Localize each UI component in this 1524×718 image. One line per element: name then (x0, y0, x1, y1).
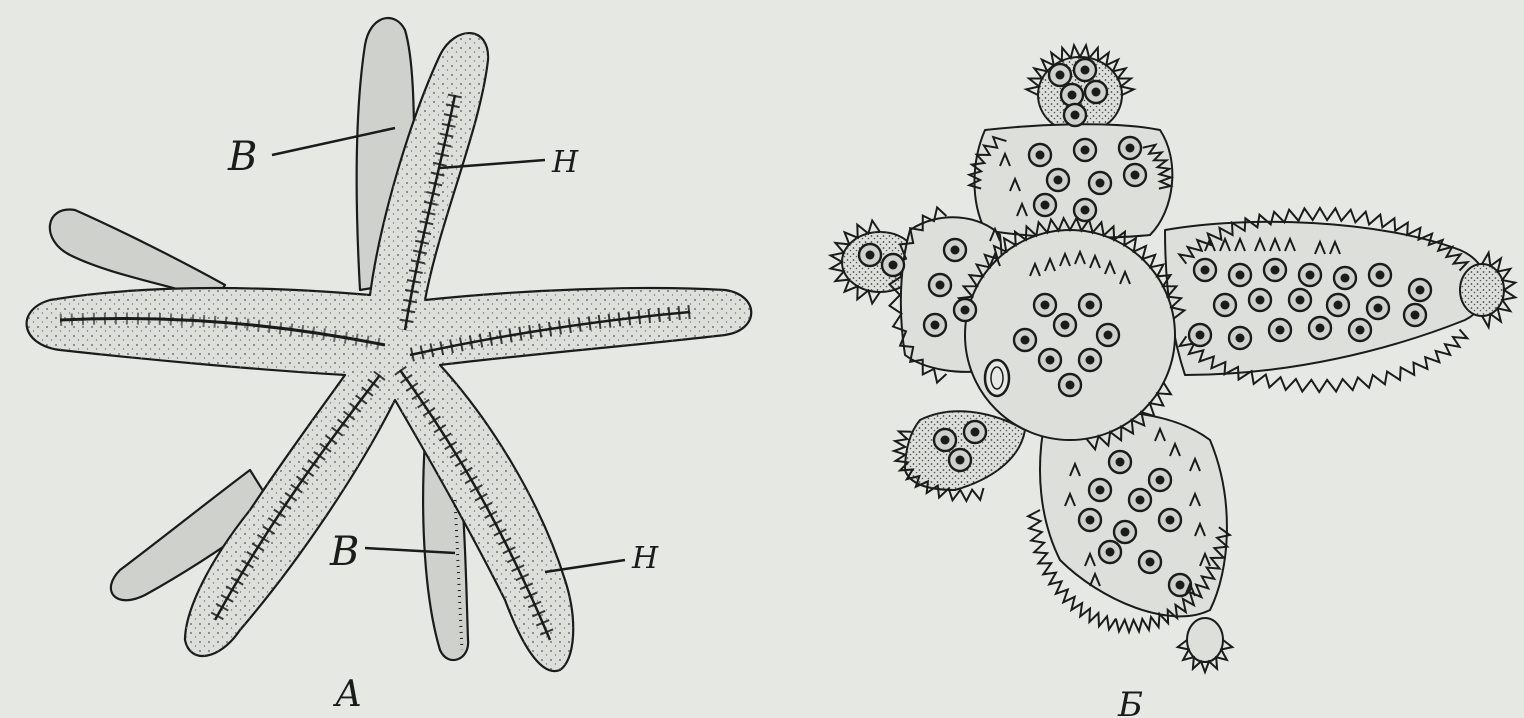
tube-foot-center (889, 261, 898, 270)
hidden-arm-left (50, 210, 225, 300)
tube-foot-center (936, 281, 945, 290)
tube-foot-center (1236, 271, 1245, 280)
tube-foot-center (941, 436, 950, 445)
tube-foot-center (1081, 146, 1090, 155)
tube-foot-center (1021, 336, 1030, 345)
tube-foot-center (1374, 304, 1383, 313)
tube-foot-center (1176, 581, 1185, 590)
tube-foot-center (1066, 381, 1075, 390)
tube-foot-center (1201, 266, 1210, 275)
tube-foot-center (1096, 179, 1105, 188)
tube-foot-center (1416, 286, 1425, 295)
label-a-lower-v: В (329, 529, 359, 575)
label-a-lower-n: Н (631, 541, 659, 576)
tube-foot-center (1296, 296, 1305, 305)
tube-foot-center (1334, 301, 1343, 310)
bud-bottom (1187, 618, 1223, 662)
tube-foot-center (1068, 91, 1077, 100)
tube-foot-center (1086, 356, 1095, 365)
tube-foot-center (1096, 486, 1105, 495)
tube-foot-center (1116, 458, 1125, 467)
tube-foot-center (1221, 301, 1230, 310)
tube-foot-center (1054, 176, 1063, 185)
tube-foot-center (1086, 516, 1095, 525)
tube-foot-center (1061, 321, 1070, 330)
tube-foot-center (1086, 301, 1095, 310)
tube-foot-center (1081, 66, 1090, 75)
tube-foot-center (961, 306, 970, 315)
tube-foot-center (1166, 516, 1175, 525)
caption-b: Б (1117, 685, 1143, 718)
tube-foot-center (1411, 311, 1420, 320)
tube-foot-center (971, 428, 980, 437)
tube-foot-center (1036, 151, 1045, 160)
tube-foot-center (1376, 271, 1385, 280)
tube-foot-center (1126, 144, 1135, 153)
tube-foot-center (1356, 326, 1365, 335)
tube-foot-center (1256, 296, 1265, 305)
tube-foot-center (1041, 301, 1050, 310)
tube-foot-center (1196, 331, 1205, 340)
tube-foot-center (1156, 476, 1165, 485)
tube-foot-center (1121, 528, 1130, 537)
tube-foot-center (1136, 496, 1145, 505)
tube-foot-center (1071, 111, 1080, 120)
tube-foot-center (1131, 171, 1140, 180)
tube-foot-center (1271, 266, 1280, 275)
tube-foot-center (1092, 88, 1101, 97)
caption-a: А (332, 674, 362, 715)
tube-foot-center (1041, 201, 1050, 210)
tube-foot-center (1236, 334, 1245, 343)
tube-foot-center (1341, 274, 1350, 283)
tube-foot-center (956, 456, 965, 465)
label-a-upper-v: В (227, 134, 257, 180)
tube-foot-center (1046, 356, 1055, 365)
starfish-disc-regeneration (842, 57, 1504, 662)
tube-foot-center (1146, 558, 1155, 567)
tube-foot-center (951, 246, 960, 255)
tube-foot-center (1316, 324, 1325, 333)
tube-foot-center (1056, 71, 1065, 80)
tube-foot-center (1104, 331, 1113, 340)
madreporite (985, 360, 1009, 396)
tube-foot-center (1306, 271, 1315, 280)
tube-foot-center (1106, 548, 1115, 557)
tube-foot-center (866, 251, 875, 260)
tube-foot-center (1276, 326, 1285, 335)
tube-foot-center (931, 321, 940, 330)
label-a-upper-n: Н (551, 145, 579, 180)
tube-foot-center (1081, 206, 1090, 215)
